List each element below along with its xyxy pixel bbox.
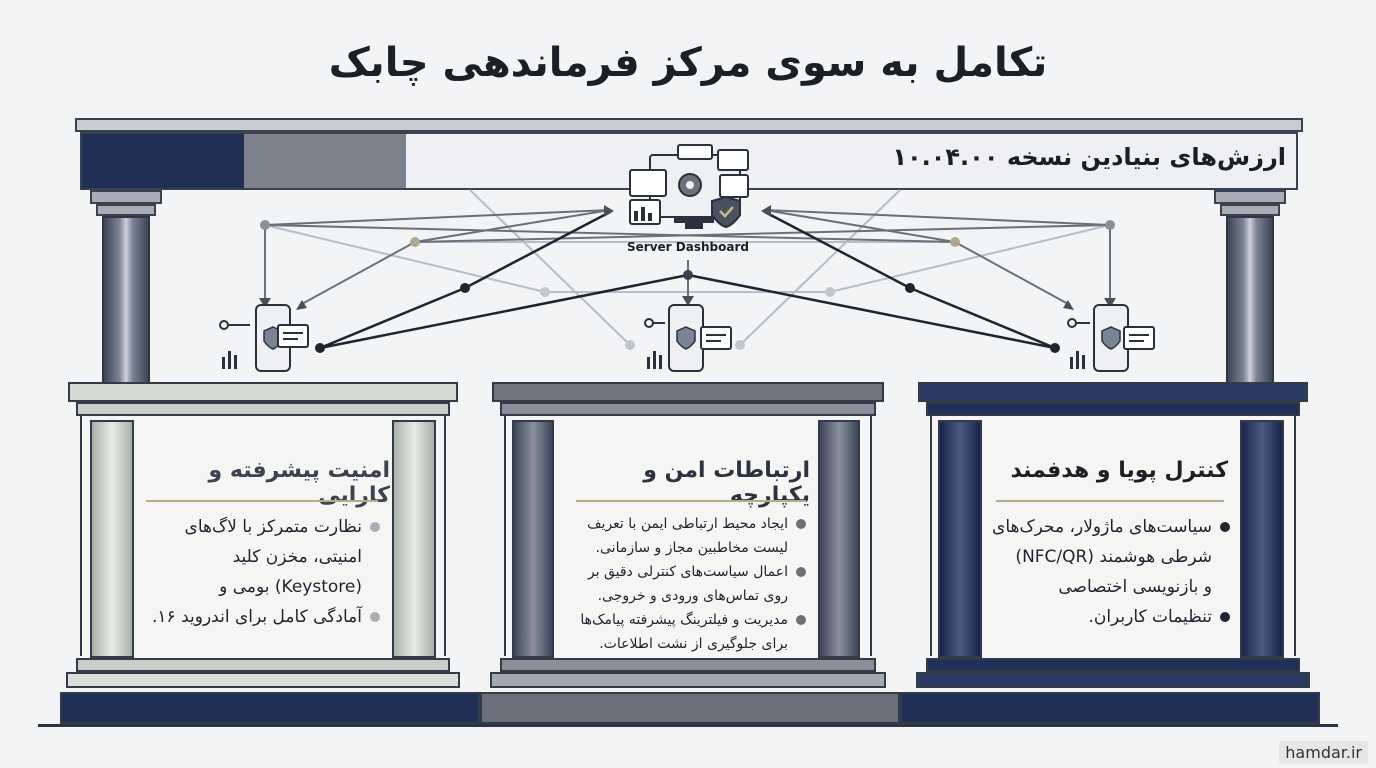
beam-gray-segment — [244, 134, 406, 188]
left-plinth — [60, 692, 480, 724]
right-column-left — [938, 420, 982, 658]
panel-2-line-4: روی تماس‌های ورودی و خروجی. — [597, 588, 788, 604]
right-column-right — [1240, 420, 1284, 658]
left-base-step1 — [76, 658, 450, 672]
right-pillar — [1226, 216, 1274, 384]
panel-1-title: امنیت پیشرفته و کارایی — [208, 458, 390, 508]
mobile-device-icon-center — [644, 304, 732, 372]
right-plinth — [900, 692, 1320, 724]
panel-2-rule — [576, 500, 806, 502]
ground-line — [38, 724, 1338, 727]
panel-2-bullets: ایجاد محیط ارتباطی ایمن با تعریف لیست مخ… — [560, 512, 806, 656]
left-base-step2 — [66, 672, 460, 688]
bullet-icon — [1220, 612, 1230, 622]
panel-3-title: کنترل پویا و هدفمند — [1010, 458, 1228, 483]
left-pillar-capital — [90, 190, 162, 204]
panel-3-bullets: سیاست‌های ماژولار، محرک‌های شرطی هوشمند … — [984, 512, 1230, 632]
panel-3-line-2: شرطی هوشمند (NFC/QR) — [1015, 547, 1212, 567]
left-pillar — [102, 216, 150, 384]
right-roof-trim — [926, 402, 1300, 416]
right-roof — [918, 382, 1308, 402]
server-dashboard-label: Server Dashboard — [627, 240, 749, 254]
beam-cap — [75, 118, 1303, 132]
center-roof — [492, 382, 884, 402]
page-title: تکامل به سوی مرکز فرماندهی چابک — [328, 40, 1048, 86]
panel-3-bullet-1: سیاست‌های ماژولار، محرک‌های — [984, 512, 1230, 542]
right-base-step1 — [926, 658, 1300, 672]
center-base-step2 — [490, 672, 886, 688]
panel-1-line-3: (Keystore) بومی و — [219, 577, 362, 597]
center-roof-trim — [500, 402, 876, 416]
left-column-right — [392, 420, 436, 658]
bullet-icon — [370, 522, 380, 532]
panel-3-rule — [996, 500, 1224, 502]
center-column-right — [818, 420, 860, 658]
panel-2-line-2: لیست مخاطبین مجاز و سازمانی. — [595, 540, 788, 556]
watermark: hamdar.ir — [1279, 741, 1368, 764]
beam-navy-segment — [82, 134, 244, 188]
center-column-left — [512, 420, 554, 658]
center-panel-body — [504, 416, 872, 656]
bullet-icon — [796, 567, 806, 577]
bullet-icon — [796, 615, 806, 625]
panel-2-bullet-1: ایجاد محیط ارتباطی ایمن با تعریف — [560, 512, 806, 536]
panel-3-bullet-2: تنظیمات کاربران. — [984, 602, 1230, 632]
panel-2-title: ارتباطات امن و یکپارچه — [643, 458, 810, 508]
bullet-icon — [370, 612, 380, 622]
left-pillar-capital2 — [96, 204, 156, 216]
beam-heading: ارزش‌های بنیادین نسخه ۱۰.۰۴.۰۰ — [892, 143, 1286, 171]
left-column-left — [90, 420, 134, 658]
right-pillar-capital — [1214, 190, 1286, 204]
bullet-icon — [1220, 522, 1230, 532]
bullet-icon — [796, 519, 806, 529]
center-plinth — [480, 692, 900, 724]
panel-1-rule — [146, 500, 378, 502]
left-panel-body — [80, 416, 446, 656]
left-roof — [68, 382, 458, 402]
right-base-step2 — [916, 672, 1310, 688]
panel-1-bullet-1: نظارت متمرکز با لاگ‌های — [140, 512, 380, 542]
right-panel-body — [930, 416, 1296, 656]
mobile-device-icon-left — [219, 304, 309, 372]
panel-1-bullets: نظارت متمرکز با لاگ‌های امنیتی، مخزن کلی… — [140, 512, 380, 632]
center-base-step1 — [500, 658, 876, 672]
right-pillar-capital2 — [1220, 204, 1280, 216]
left-roof-trim — [76, 402, 450, 416]
panel-1-line-2: امنیتی، مخزن کلید — [232, 547, 362, 567]
panel-2-bullet-2: اعمال سیاست‌های کنترلی دقیق بر — [560, 560, 806, 584]
panel-3-line-3: و بازنویسی اختصاصی — [1058, 577, 1212, 597]
panel-2-bullet-3: مدیریت و فیلترینگ پیشرفته پیامک‌ها — [560, 608, 806, 632]
server-dashboard-icon — [629, 144, 749, 229]
panel-2-line-6: برای جلوگیری از نشت اطلاعات. — [599, 636, 788, 652]
panel-1-bullet-2: آمادگی کامل برای اندروید ۱۶. — [140, 602, 380, 632]
mobile-device-icon-right — [1067, 304, 1155, 372]
